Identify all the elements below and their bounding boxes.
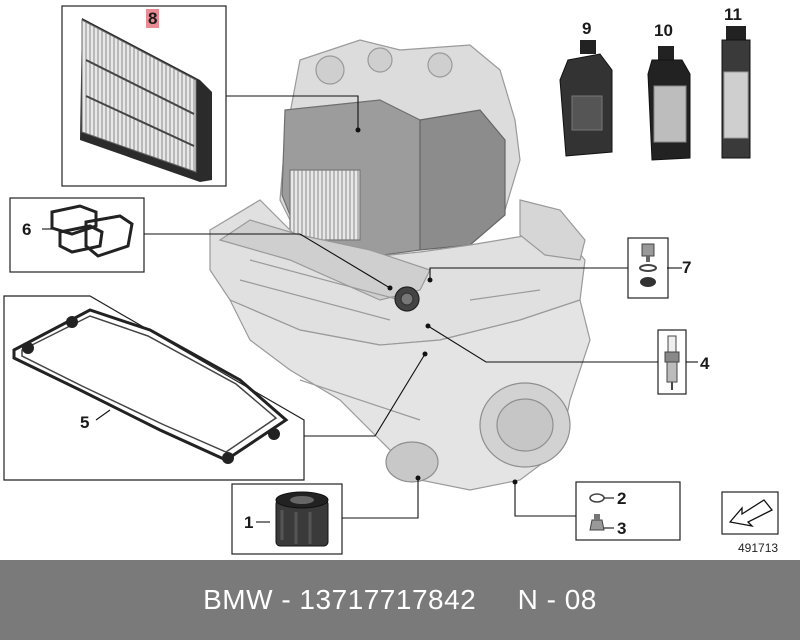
callout-6: 6	[22, 220, 32, 239]
leader-lines	[144, 95, 658, 519]
callout-11: 11	[724, 5, 742, 24]
gasket-frame	[3, 295, 305, 481]
callout-5: 5	[80, 413, 90, 432]
reference-icon-frame	[721, 491, 779, 535]
drain-screw-illustration	[589, 514, 605, 531]
gasket-set-illustration	[50, 204, 134, 258]
callout-8: 8	[146, 9, 160, 28]
reference-arrow-icon	[728, 499, 774, 528]
oil-filter-illustration	[275, 491, 329, 547]
drain-plug-illustration	[639, 243, 657, 287]
spark-plug-illustration	[664, 335, 680, 390]
engine-assembly	[209, 39, 591, 491]
seal-ring-illustration	[589, 493, 605, 503]
callout-3: 3	[617, 519, 627, 538]
valve-cover-gasket-illustration	[12, 308, 289, 464]
oil-filter-frame	[231, 483, 343, 555]
parts-diagram: 8 9 10 11 6 7 4 5 1 2 3 491713	[3, 5, 779, 555]
callout-1: 1	[244, 513, 254, 532]
spray-can-illustration	[721, 26, 751, 159]
air-filter-illustration	[80, 18, 212, 182]
part-number-text: BMW - 13717717842 N - 08	[203, 584, 597, 615]
gasket-set-frame	[9, 197, 145, 273]
callout-9: 9	[582, 19, 592, 38]
coolant-bottle-illustration	[647, 46, 691, 161]
callout-4: 4	[700, 354, 710, 373]
oil-bottle-illustration	[559, 40, 613, 157]
callout-ticks	[42, 228, 698, 529]
callout-10: 10	[654, 21, 673, 40]
callout-7: 7	[682, 258, 692, 277]
part-number-footer: BMW - 13717717842 N - 08	[0, 560, 800, 640]
seal-ring-frame	[575, 481, 681, 541]
diagram-reference-number: 491713	[738, 541, 779, 555]
diagram-drawing	[3, 5, 779, 555]
leader-dots	[355, 127, 518, 485]
callout-2: 2	[617, 489, 627, 508]
